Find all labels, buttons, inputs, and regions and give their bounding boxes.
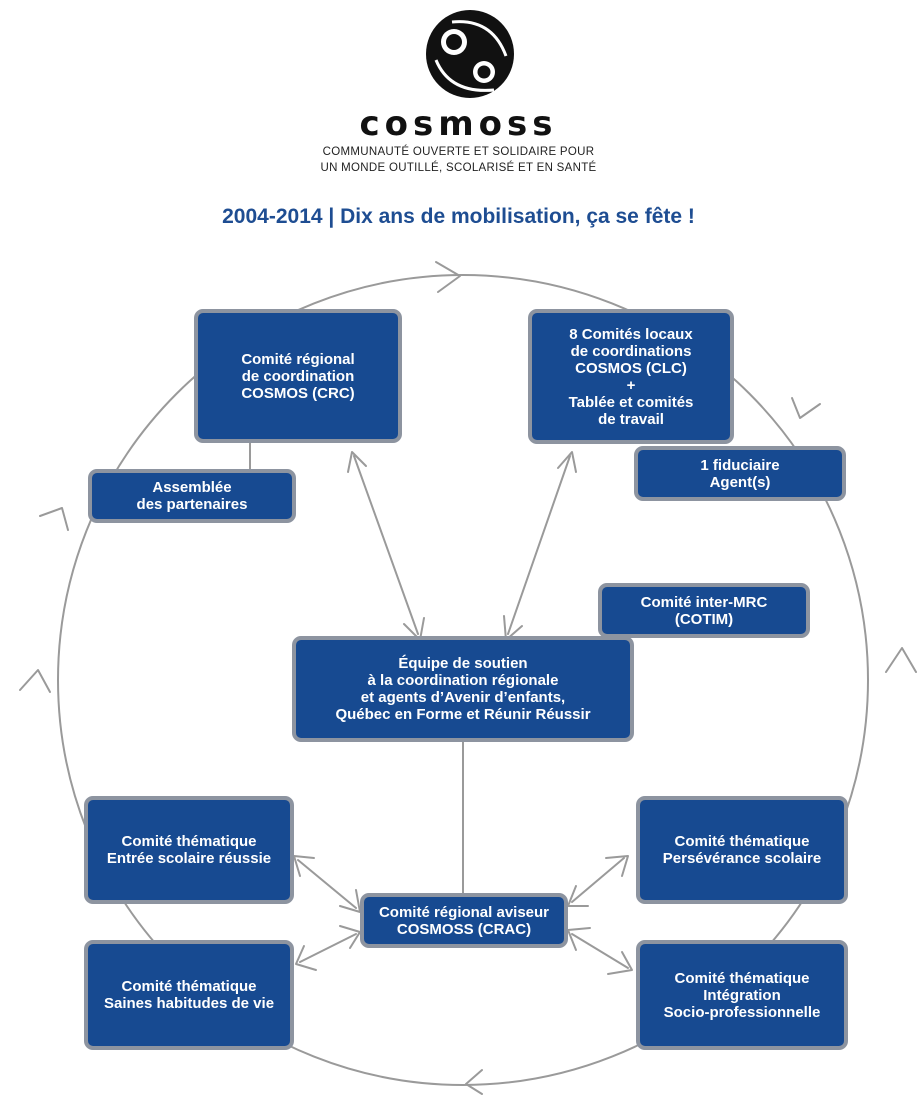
arrow-perseverance-crac [571, 857, 625, 903]
box-clc-line4: + [626, 376, 636, 394]
box-saines-line2: Saines habitudes de vie [103, 995, 275, 1012]
box-crac-line1: Comité régional aviseur [378, 903, 550, 921]
box-equipe-line3: et agents d’Avenir d’enfants, [360, 689, 566, 706]
box-integration-line1: Comité thématique [674, 969, 810, 987]
cycle-chevron-lower-left [19, 669, 51, 693]
tagline-line2: UN MONDE OUTILLÉ, SCOLARISÉ ET EN SANTÉ [320, 162, 597, 174]
box-clc-line6: de travail [598, 410, 664, 428]
box-fiduciaire-line1: 1 fiduciaire [700, 456, 780, 474]
box-crac-line2: COSMOSS (CRAC) [396, 920, 532, 938]
box-clc-line5: Tablée et comités [568, 393, 694, 411]
box-assemblee-line1: Assemblée [152, 479, 232, 496]
box-perseverance-line2: Persévérance scolaire [662, 850, 822, 867]
box-perseverance-line1: Comité thématique [674, 833, 810, 850]
cosmoss-globe-logo-icon [426, 10, 514, 98]
box-cotim-line2: (COTIM) [674, 610, 734, 628]
box-crc-line3: COSMOS (CRC) [241, 384, 355, 402]
arrow-saines-crac [299, 933, 357, 963]
cycle-circle [57, 274, 869, 1086]
box-clc-line3: COSMOS (CLC) [575, 359, 687, 377]
arrow-entree-crac [297, 859, 357, 909]
box-fiduciaire-line2: Agent(s) [709, 473, 771, 491]
box-cotim-line1: Comité inter-MRC [640, 593, 768, 611]
box-crc-line1: Comité régional [241, 350, 355, 368]
box-integration-line2: Intégration [703, 986, 781, 1004]
box-crc-line2: de coordination [241, 367, 355, 385]
arrow-integration-crac [571, 933, 629, 969]
box-saines-line1: Comité thématique [121, 978, 257, 995]
box-equipe-line4: Québec en Forme et Réunir Réussir [335, 706, 591, 723]
anniversary-headline: 2004-2014 | Dix ans de mobilisation, ça … [222, 205, 695, 228]
cycle-chevron-upper-left [39, 507, 69, 531]
box-clc-line1: 8 Comités locaux [569, 325, 693, 343]
cycle-chevron-bottom [465, 1069, 483, 1095]
box-assemblee-line2: des partenaires [136, 496, 248, 513]
tagline-line1: COMMUNAUTÉ OUVERTE ET SOLIDAIRE POUR [322, 146, 595, 158]
box-entree-line1: Comité thématique [121, 833, 257, 850]
box-clc-line2: de coordinations [570, 342, 692, 360]
box-equipe-line2: à la coordination régionale [367, 672, 559, 689]
arrow-crc-equipe [353, 455, 419, 635]
box-equipe-line1: Équipe de soutien [398, 655, 528, 672]
cycle-chevron-top [435, 261, 461, 293]
box-entree-line2: Entrée scolaire réussie [106, 850, 272, 867]
box-cotim: Comité inter-MRC(COTIM) [598, 583, 810, 638]
brand-wordmark: cosmoss [359, 104, 558, 144]
box-integration-line3: Socio-professionnelle [663, 1003, 821, 1021]
cycle-chevron-upper-right [791, 397, 821, 419]
cycle-chevron-right [885, 647, 917, 673]
arrow-clc-equipe [507, 455, 571, 635]
